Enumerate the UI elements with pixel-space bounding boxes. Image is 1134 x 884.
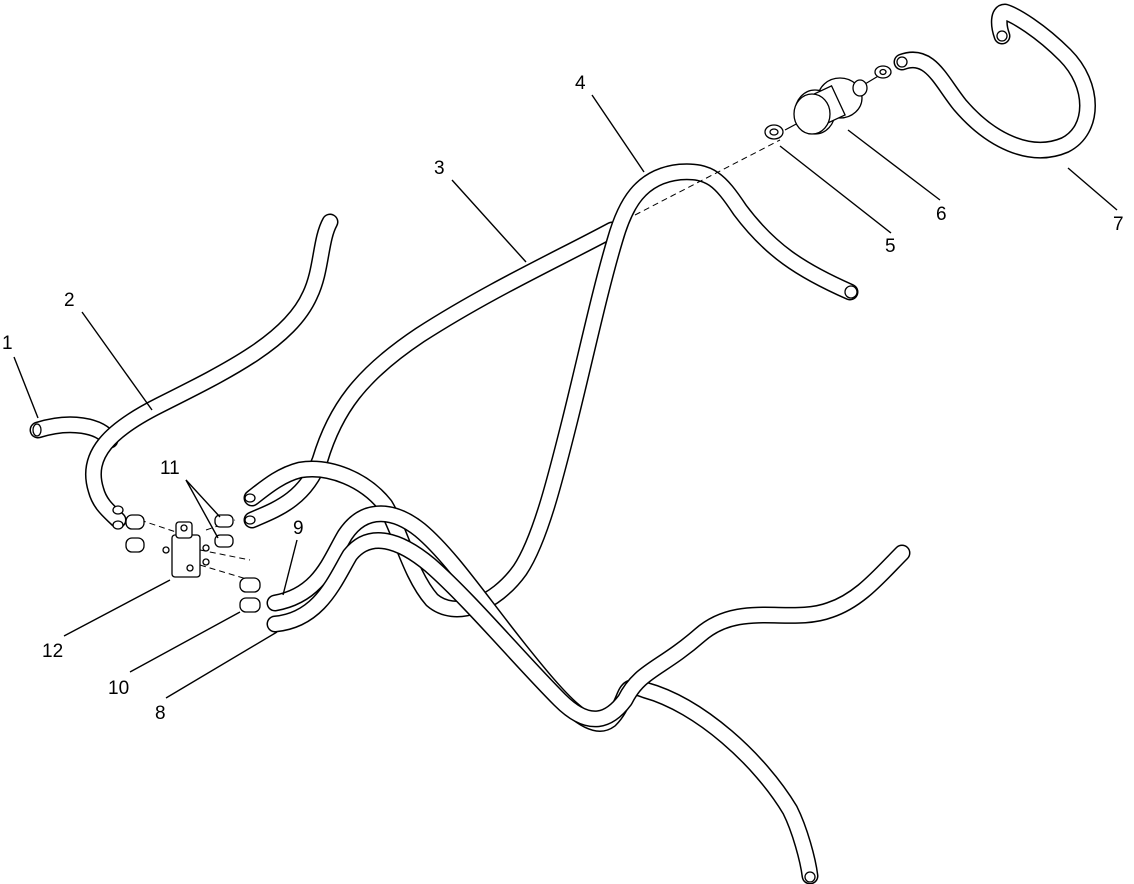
shutoff-valve bbox=[162, 521, 210, 578]
hose-9 bbox=[266, 505, 819, 884]
hose-8 bbox=[266, 532, 911, 728]
callout-3: 3 bbox=[434, 158, 445, 179]
callout-9: 9 bbox=[293, 518, 304, 539]
callout-12: 12 bbox=[42, 641, 63, 662]
callout-8: 8 bbox=[155, 703, 166, 724]
callout-2: 2 bbox=[64, 290, 75, 311]
callout-7: 7 bbox=[1113, 214, 1124, 235]
leader-lines bbox=[13, 94, 1118, 699]
callout-11: 11 bbox=[160, 458, 180, 479]
callout-6: 6 bbox=[936, 204, 947, 225]
clamp-11 bbox=[112, 493, 256, 553]
hose-clamp-5 bbox=[764, 65, 892, 140]
callout-5: 5 bbox=[885, 236, 896, 257]
callout-10: 10 bbox=[108, 678, 129, 699]
fuel-filter bbox=[784, 74, 881, 135]
hose-7 bbox=[893, 3, 1096, 159]
clamp-10 bbox=[239, 577, 261, 613]
callout-1: 1 bbox=[2, 333, 13, 354]
hose-2 bbox=[84, 213, 339, 529]
hose-3 bbox=[243, 221, 621, 529]
hose-4 bbox=[243, 163, 859, 618]
hose-1 bbox=[29, 416, 119, 449]
callout-4: 4 bbox=[575, 73, 586, 94]
